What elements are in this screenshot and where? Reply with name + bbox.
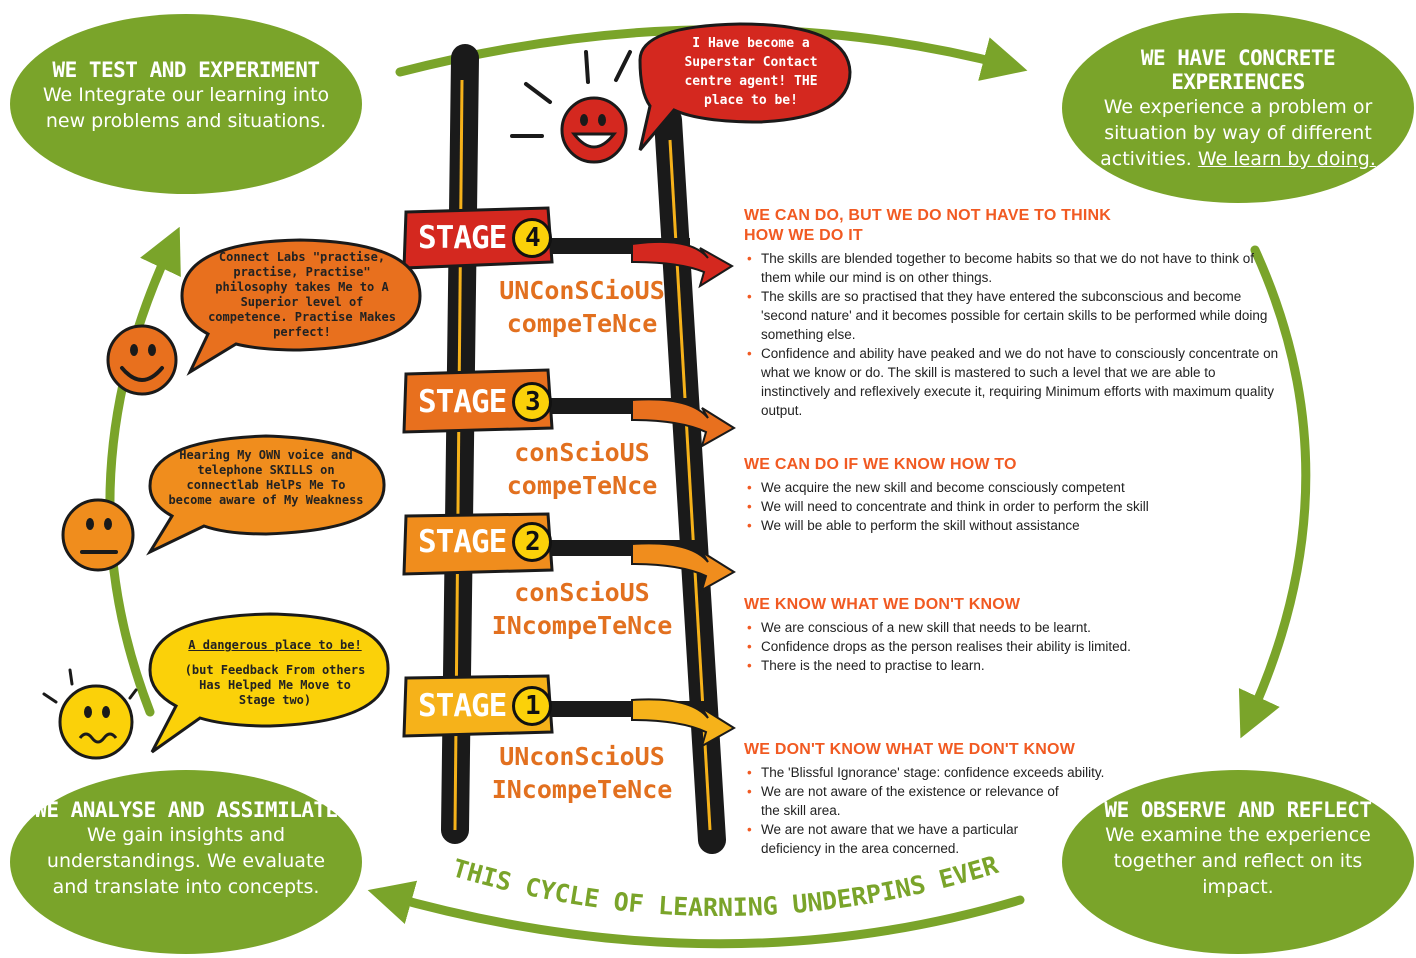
speech-voice: Hearing My OWN voice and telephone SKILL… [168, 448, 364, 507]
speech-practise-shape [180, 238, 422, 376]
list-item: The skills are so practised that they ha… [744, 287, 1284, 344]
speech-danger-body: (but Feedback From others Has Helped Me … [184, 663, 366, 707]
bubble-concrete: WE HAVE CONCRETE EXPERIENCES We experien… [1100, 46, 1376, 172]
stage-label: STAGE [418, 688, 507, 724]
bubble-analyse-shape [10, 770, 362, 954]
face-smile [106, 324, 178, 396]
section-list: The 'Blissful Ignorance' stage: confiden… [744, 763, 1104, 858]
stage-arrow-4 [631, 240, 734, 289]
list-item: There is the need to practise to learn. [744, 656, 1284, 675]
bubble-concrete-body-text: We experience a problem or situation by … [1100, 96, 1373, 170]
section-heading: WE KNOW WHAT WE DON'T KNOW [744, 596, 1021, 613]
bubble-analyse-body: We gain insights and understandings. We … [46, 824, 326, 898]
stage-arrow-3 [631, 398, 736, 449]
face-worried [42, 668, 138, 760]
competence-label-1: UNconScioUS INcompeTeNce [491, 742, 673, 804]
list-item: We are not aware that we have a particul… [744, 820, 1064, 858]
bubble-observe-body: We examine the experience together and r… [1105, 824, 1371, 898]
speech-superstar-shape [638, 22, 852, 151]
cycle-arrow-left [105, 226, 181, 717]
section-stage-3: WE CAN DO IF WE KNOW HOW TO We acquire t… [744, 455, 1284, 535]
list-item: We are conscious of a new skill that nee… [744, 618, 1284, 637]
competence-label-4: UNConSCioUS compeTeNce [499, 276, 665, 338]
stage-arrows [631, 240, 736, 749]
bubble-observe-shape [1062, 770, 1414, 954]
list-item: The 'Blissful Ignorance' stage: confiden… [744, 763, 1181, 782]
section-heading: WE DON'T KNOW WHAT WE DON'T KNOW [744, 741, 1075, 758]
stage-tag-4: STAGE 4 [418, 218, 553, 258]
speech-danger-shape [148, 612, 390, 754]
bubble-concrete-shape [1062, 13, 1414, 203]
stage-tag-shape-3 [402, 368, 554, 434]
stage-tags [402, 206, 554, 738]
section-stage-2: WE KNOW WHAT WE DON'T KNOW We are consci… [744, 595, 1284, 675]
stage-tag-3: STAGE 3 [418, 382, 553, 422]
stage-tag-shape-4 [402, 206, 554, 270]
competence-label-2: conScioUS INcompeTeNce [491, 578, 673, 640]
stage-tag-shape-1 [402, 674, 554, 738]
section-list: We acquire the new skill and become cons… [744, 478, 1284, 535]
list-item: We are not aware of the existence or rel… [744, 782, 1064, 820]
list-item: Confidence and ability have peaked and w… [744, 344, 1284, 420]
stage-number: 4 [512, 218, 553, 258]
stage-label: STAGE [418, 220, 507, 256]
stage-label: STAGE [418, 384, 507, 420]
speech-danger-title: A dangerous place to be! [188, 638, 362, 652]
face-neutral [61, 498, 135, 572]
stage-arrow-1 [631, 698, 736, 749]
stage-tag-2: STAGE 2 [418, 522, 553, 562]
bubble-test-title: WE TEST AND EXPERIMENT [52, 58, 320, 82]
cycle-arrow-bottom [367, 880, 1025, 949]
section-heading: WE CAN DO IF WE KNOW HOW TO [744, 456, 1017, 473]
speech-danger: A dangerous place to be! (but Feedback F… [180, 638, 370, 708]
stage-number: 1 [512, 686, 553, 726]
section-list: The skills are blended together to becom… [744, 249, 1284, 420]
stage-arrow-2 [631, 542, 736, 593]
bubble-observe-title: WE OBSERVE AND REFLECT [1104, 798, 1372, 822]
bubble-analyse: WE ANALYSE AND ASSIMILATE We gain insigh… [30, 798, 342, 900]
list-item: The skills are blended together to becom… [744, 249, 1284, 287]
list-item: We acquire the new skill and become cons… [744, 478, 1284, 497]
bubble-test-body: We Integrate our learning into new probl… [42, 84, 330, 132]
list-item: We will need to concentrate and think in… [744, 497, 1284, 516]
face-superstar [510, 50, 632, 164]
bubble-observe: WE OBSERVE AND REFLECT We examine the ex… [1100, 798, 1376, 900]
bubble-concrete-body: We experience a problem or situation by … [1100, 94, 1376, 172]
bubble-concrete-title: WE HAVE CONCRETE EXPERIENCES [1140, 46, 1336, 94]
section-list: We are conscious of a new skill that nee… [744, 618, 1284, 675]
section-stage-4: WE CAN DO, BUT WE DO NOT HAVE TO THINK H… [744, 206, 1284, 420]
section-heading: WE CAN DO, BUT WE DO NOT HAVE TO THINK H… [744, 207, 1111, 244]
section-stage-1: WE DON'T KNOW WHAT WE DON'T KNOW The 'Bl… [744, 740, 1104, 858]
list-item: We will be able to perform the skill wit… [744, 516, 1284, 535]
bubble-test-shape [10, 14, 362, 194]
stage-tag-1: STAGE 1 [418, 686, 553, 726]
competence-label-3: conScioUS compeTeNce [506, 438, 658, 500]
list-item: Confidence drops as the person realises … [744, 637, 1284, 656]
speech-voice-shape [146, 434, 386, 556]
stage-number: 3 [512, 382, 553, 422]
bubble-concrete-body-underlined: We learn by doing. [1197, 148, 1376, 170]
bubble-analyse-title: WE ANALYSE AND ASSIMILATE [34, 798, 338, 822]
speech-superstar: I Have become a Superstar Contact centre… [684, 36, 818, 108]
stage-number: 2 [512, 522, 553, 562]
speech-practise: Connect Labs "practise, practise, Practi… [208, 250, 396, 339]
bubble-test: WE TEST AND EXPERIMENT We Integrate our … [40, 58, 332, 134]
stage-label: STAGE [418, 524, 507, 560]
